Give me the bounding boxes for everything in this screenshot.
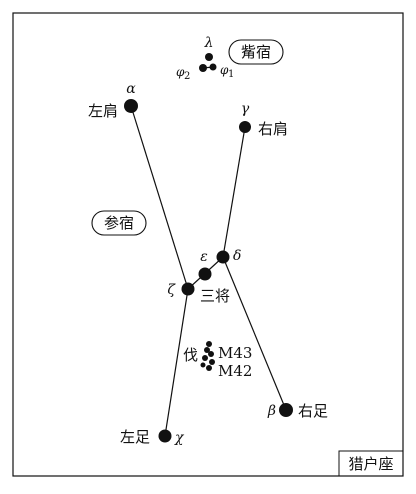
lambda-greek: λ	[204, 35, 214, 51]
mansion-zi-label: 觜宿	[241, 43, 271, 61]
alpha-greek: α	[126, 81, 136, 97]
gamma-name: 右肩	[258, 120, 288, 138]
nebula-dot	[204, 347, 210, 353]
title-box	[338, 450, 404, 477]
alpha-name: 左肩	[88, 102, 118, 120]
stars	[124, 53, 293, 443]
nebula-dot	[206, 341, 212, 347]
nebula-dot	[206, 365, 212, 371]
zeta-greek: ζ	[167, 282, 176, 298]
epsilon-greek: ε	[200, 249, 208, 265]
m42-label: M42	[218, 362, 252, 380]
belt-label: 三将	[200, 287, 230, 305]
line-gamma-delta	[222, 126, 246, 258]
chi-name: 左足	[120, 428, 150, 446]
line-zeta-chi	[164, 288, 189, 437]
phi1-greek: φ	[220, 63, 229, 77]
m43-label: M43	[218, 344, 252, 362]
chi-greek: χ	[174, 430, 185, 446]
phi2-sub: 2	[184, 71, 190, 82]
constellation-lines	[130, 105, 287, 437]
mansion-shen-label: 参宿	[104, 214, 134, 232]
star-gamma	[239, 121, 251, 133]
nebula-dot	[202, 355, 208, 361]
mansion-shen-oval	[91, 210, 147, 236]
line-delta-beta	[222, 256, 287, 411]
star-chi	[158, 429, 172, 443]
delta-greek: δ	[233, 248, 241, 264]
star-beta	[279, 403, 293, 417]
star-zeta	[181, 282, 195, 296]
constellation-title: 猎户座	[348, 455, 393, 473]
fa-label: 伐	[183, 346, 198, 364]
beta-greek: β	[267, 403, 276, 419]
line-alpha-zeta	[130, 105, 189, 290]
nebula-dot	[200, 362, 206, 368]
nebula-dot	[209, 359, 215, 365]
star-alpha	[124, 99, 138, 113]
figure-frame	[12, 12, 404, 477]
star-epsilon	[198, 267, 212, 281]
lambda-phi-line	[202, 66, 214, 69]
gamma-greek: γ	[241, 101, 250, 117]
phi1-sub: 1	[228, 69, 234, 80]
mansion-zi-oval	[228, 39, 284, 65]
beta-name: 右足	[298, 402, 328, 420]
nebula-dot	[208, 351, 214, 357]
star-lambda	[205, 53, 213, 61]
star-delta	[216, 250, 230, 264]
phi2-greek: φ	[176, 65, 185, 79]
